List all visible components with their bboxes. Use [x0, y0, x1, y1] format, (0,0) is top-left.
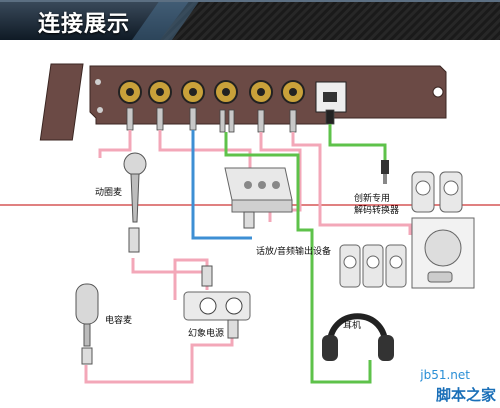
label-audio-output-device: 话放/音频输出设备	[256, 247, 332, 257]
header-banner: 连接展示	[0, 0, 500, 40]
label-condenser-mic: 电容麦	[105, 316, 133, 326]
label-decoder: 创新专用 解码转换器	[354, 194, 400, 216]
condenser-mic	[75, 283, 99, 365]
phantom-power-unit	[183, 265, 251, 339]
watermark-site: jb51.net	[420, 368, 470, 382]
dynamic-mic	[123, 152, 147, 253]
label-headphones: 耳机	[343, 321, 362, 331]
label-dynamic-mic: 动圈麦	[95, 188, 123, 198]
speaker-system	[339, 171, 475, 289]
jack-3	[181, 80, 205, 104]
jack-5	[249, 80, 273, 104]
audio-output-device	[224, 167, 293, 229]
jack-2	[148, 80, 172, 104]
headphones	[322, 313, 394, 361]
decoder-plug	[381, 160, 389, 184]
header-background	[0, 0, 500, 40]
green-cables	[224, 124, 387, 384]
sound-card-bracket	[39, 63, 447, 141]
page-title: 连接展示	[38, 12, 131, 37]
jack-6	[281, 80, 305, 104]
watermark-name: 脚本之家	[435, 386, 496, 404]
label-phantom-power: 幻象电源	[188, 329, 225, 339]
jack-4	[214, 80, 238, 104]
jack-1	[118, 80, 142, 104]
blue-cable	[191, 130, 252, 240]
optical-port	[315, 81, 347, 113]
